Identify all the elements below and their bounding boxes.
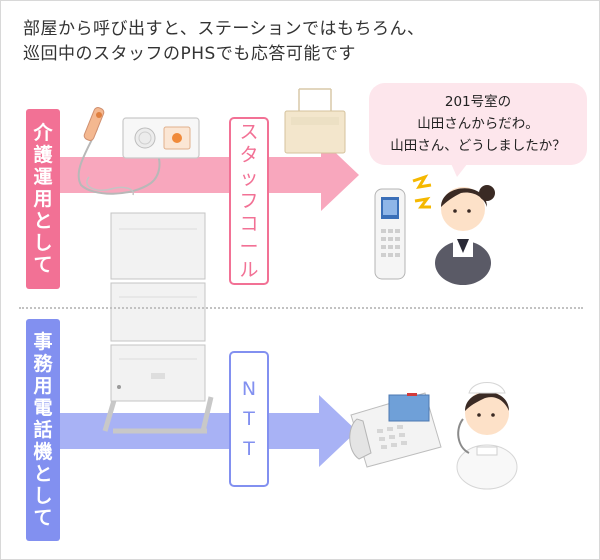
care-use-char: 運 [33, 166, 53, 188]
business-flow-arrow [59, 395, 357, 467]
business-phone-char: 電 [33, 397, 53, 419]
care-use-char: て [33, 254, 53, 276]
headline: 部屋から呼び出すと、ステーションではもちろん、 巡回中のスタッフのPHSでも応答… [23, 17, 424, 67]
business-phone-char: 用 [33, 375, 53, 397]
desk-phone-icon [349, 392, 442, 468]
speech-bubble-tail [449, 159, 471, 177]
staff-call-char: ス [239, 120, 259, 143]
headline-line-2: 巡回中のスタッフのPHSでも応答可能です [23, 44, 356, 64]
business-phone-label: 事 務 用 電 話 機 と し て [26, 319, 60, 541]
staff-call-route-label: ス タ ッ フ コ ー ル [229, 117, 269, 285]
business-phone-char: 事 [33, 331, 53, 353]
care-use-char: と [33, 210, 53, 232]
ntt-route-label: N T T [229, 351, 269, 487]
section-divider [19, 307, 583, 309]
business-phone-char: し [33, 485, 53, 507]
staff-person-icon [435, 185, 495, 285]
care-use-char: 護 [33, 144, 53, 166]
nurse-call-handset-icon [77, 107, 161, 196]
staff-call-char: ー [239, 235, 259, 258]
staff-call-char: タ [239, 143, 259, 166]
speech-line-1: 201号室の [444, 94, 512, 110]
ntt-char: N [241, 378, 257, 400]
pbx-cabinet-icon [102, 212, 214, 434]
phs-phone-icon [374, 188, 406, 280]
ntt-char: T [243, 438, 255, 460]
care-use-char: 介 [33, 122, 53, 144]
care-use-label: 介 護 運 用 と し て [26, 109, 60, 289]
ntt-char: T [243, 408, 255, 430]
headline-line-1: 部屋から呼び出すと、ステーションではもちろん、 [23, 19, 425, 39]
care-use-char: し [33, 232, 53, 254]
staff-call-char: フ [239, 189, 259, 212]
business-phone-char: 務 [33, 353, 53, 375]
business-phone-char: て [33, 507, 53, 529]
wall-terminal-icon [284, 88, 346, 154]
business-phone-char: と [33, 463, 53, 485]
business-phone-char: 話 [33, 419, 53, 441]
staff-call-char: ッ [239, 166, 259, 189]
staff-call-char: コ [239, 212, 259, 235]
speech-line-3: 山田さん、どうしましたか？ [390, 138, 566, 154]
speech-line-2: 山田さんからだわ。 [417, 116, 539, 132]
care-use-char: 用 [33, 188, 53, 210]
staff-call-char: ル [239, 258, 259, 281]
bedside-call-unit-icon [122, 117, 200, 159]
nurse-person-icon [456, 382, 518, 490]
ringing-icon [412, 174, 432, 209]
business-phone-char: 機 [33, 441, 53, 463]
speech-bubble: 201号室の 山田さんからだわ。 山田さん、どうしましたか？ [369, 83, 587, 165]
